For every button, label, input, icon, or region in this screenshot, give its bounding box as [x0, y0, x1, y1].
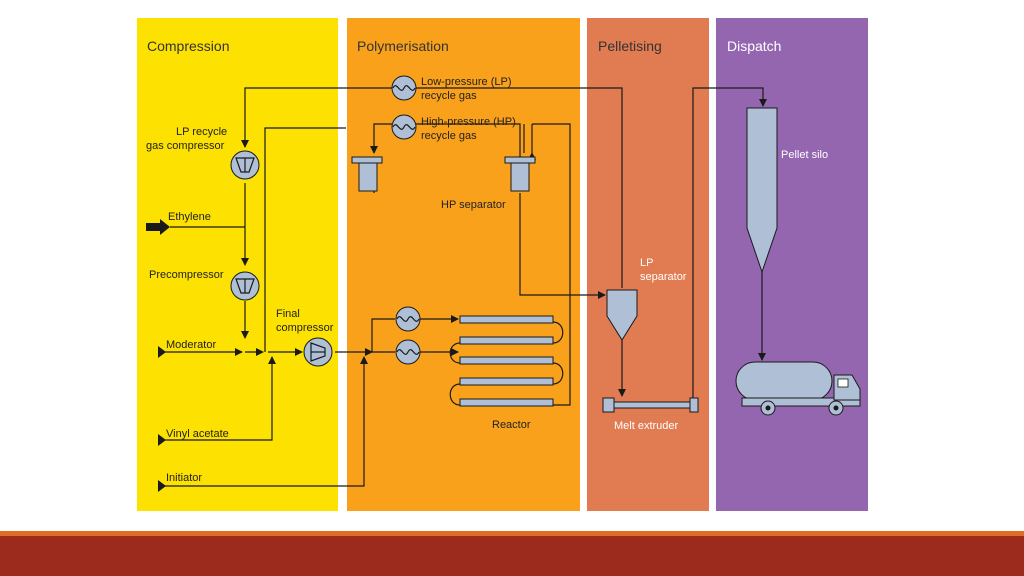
footer-bar — [0, 536, 1024, 576]
reactor-heat-exchanger-2-icon — [395, 339, 421, 365]
precompressor-label: Precompressor — [149, 269, 224, 281]
melt-extruder-label: Melt extruder — [614, 420, 679, 432]
lp-separator-vessel-icon — [606, 289, 638, 341]
dispatch-title: Dispatch — [727, 38, 781, 54]
lp-compressor-label-1: LP recycle — [176, 126, 227, 138]
hp-recycle-vessel-icon — [351, 156, 383, 192]
footer-accent-strip — [0, 531, 1024, 536]
lp-compressor-label-2: gas compressor — [146, 140, 225, 152]
moderator-label: Moderator — [166, 339, 216, 351]
lp-recycle-gas-label-1: Low-pressure (LP) — [421, 76, 511, 88]
reactor-heat-exchanger-1-icon — [395, 306, 421, 332]
polymerisation-panel — [347, 18, 580, 511]
lp-compressor-icon — [230, 150, 260, 180]
reactor-icon — [449, 315, 564, 407]
compression-panel — [137, 18, 338, 511]
pellet-silo-label: Pellet silo — [781, 149, 828, 161]
initiator-arrowhead-icon — [158, 480, 166, 492]
flow-lines — [165, 87, 767, 487]
hp-recycle-gas-label-1: High-pressure (HP) — [421, 116, 516, 128]
vinyl-acetate-label: Vinyl acetate — [166, 428, 229, 440]
lp-heat-exchanger-icon — [391, 75, 417, 101]
polymerisation-title: Polymerisation — [357, 38, 449, 54]
hp-separator-vessel-icon — [504, 156, 536, 192]
lp-recycle-gas-label-2: recycle gas — [421, 90, 477, 102]
final-compressor-label-1: Final — [276, 308, 300, 320]
hp-recycle-gas-label-2: recycle gas — [421, 130, 477, 142]
final-compressor-label-2: compressor — [276, 322, 334, 334]
reactor-label: Reactor — [492, 419, 531, 431]
lp-separator-label-1: LP — [640, 257, 653, 269]
lp-separator-label-2: separator — [640, 271, 687, 283]
pellet-silo-icon — [746, 107, 778, 274]
compression-title: Compression — [147, 38, 229, 54]
pelletising-panel — [587, 18, 709, 511]
vinyl-acetate-arrowhead-icon — [158, 434, 166, 446]
ethylene-arrow-icon — [146, 219, 170, 235]
hp-separator-label: HP separator — [441, 199, 506, 211]
melt-extruder-icon — [602, 397, 699, 413]
initiator-label: Initiator — [166, 472, 202, 484]
tanker-truck-icon — [735, 361, 861, 416]
ethylene-label: Ethylene — [168, 211, 211, 223]
precompressor-icon — [230, 271, 260, 301]
final-compressor-icon — [303, 337, 333, 367]
moderator-arrowhead-icon — [158, 346, 166, 358]
pelletising-title: Pelletising — [598, 38, 662, 54]
hp-heat-exchanger-icon — [391, 114, 417, 140]
dispatch-panel — [716, 18, 868, 511]
